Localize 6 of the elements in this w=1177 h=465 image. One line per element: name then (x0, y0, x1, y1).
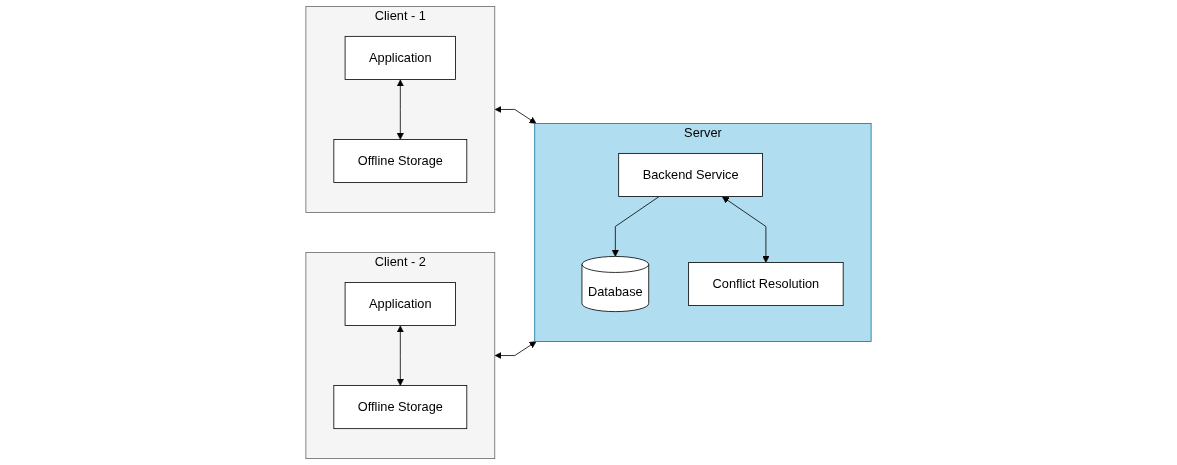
node-box: Backend Service (618, 153, 763, 197)
node-box: Conflict Resolution (688, 262, 844, 306)
node-box: Offline Storage (333, 385, 468, 430)
node-box: Application (344, 282, 456, 326)
node-box: Offline Storage (333, 139, 468, 183)
node-box: Application (344, 35, 456, 80)
